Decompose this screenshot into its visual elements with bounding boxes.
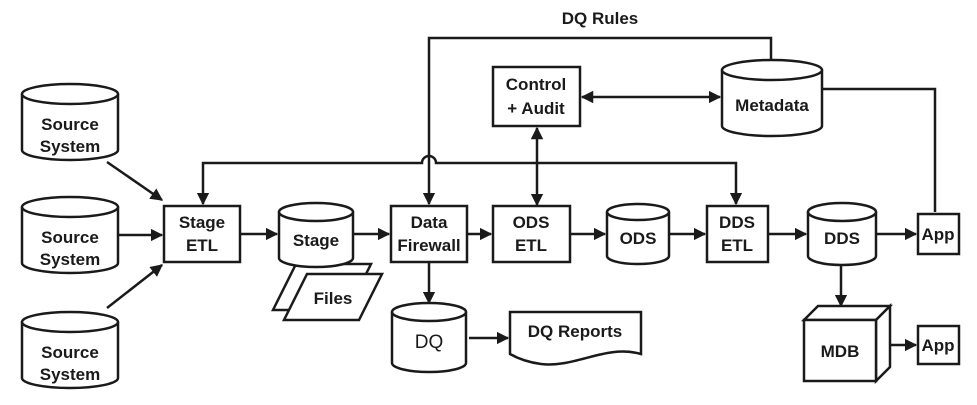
data-firewall-box: Data Firewall — [389, 204, 469, 264]
box-label-line2: Firewall — [397, 236, 460, 255]
source-label-line2: System — [40, 250, 100, 269]
cylinder-body — [605, 212, 671, 266]
cylinder-top — [20, 82, 120, 106]
cylinder-top — [277, 201, 355, 223]
box-label-line2: ETL — [186, 236, 218, 255]
cylinder-body — [806, 212, 878, 267]
box-label-line2: ETL — [515, 236, 547, 255]
box-label-line1: Stage — [179, 213, 225, 232]
cylinder-top — [20, 195, 120, 219]
stage-cylinder: Stage — [277, 201, 355, 269]
box-label-line1: DDS — [719, 213, 755, 232]
arrow-app-to-metadata — [808, 82, 937, 212]
cylinder-body — [20, 322, 120, 390]
cube-side-face — [874, 302, 892, 385]
dq-cylinder: DQ — [390, 301, 468, 374]
cylinder-body — [20, 94, 120, 162]
box-label-line1: ODS — [513, 213, 550, 232]
arrow-source1-to-stage-etl — [106, 160, 164, 202]
arrow-source3-to-stage-etl — [106, 264, 163, 309]
metadata-cylinder: Metadata — [720, 58, 824, 138]
box-outline — [705, 204, 770, 264]
mdb-label: MDB — [821, 342, 860, 361]
cylinder-top — [806, 201, 878, 223]
app-box-2: App — [916, 324, 961, 366]
source-system-1: Source System — [20, 82, 120, 162]
source-label-line2: System — [40, 365, 100, 384]
source-label-line1: Source — [41, 115, 99, 134]
cylinder-top — [720, 58, 824, 82]
ods-cylinder: ODS — [605, 202, 671, 266]
stage-etl-box: Stage ETL — [162, 204, 242, 264]
dq-rules-label: DQ Rules — [562, 9, 639, 28]
cylinder-top — [20, 310, 120, 334]
source-label-line2: System — [40, 137, 100, 156]
ods-label: ODS — [620, 229, 657, 248]
source-label-line1: Source — [41, 343, 99, 362]
source-system-3: Source System — [20, 310, 120, 390]
cylinder-body — [277, 212, 355, 269]
app-label: App — [921, 225, 954, 244]
stage-label: Stage — [293, 231, 339, 250]
control-audit-box: Control + Audit — [491, 65, 582, 128]
box-label-line1: Control — [506, 75, 566, 94]
dq-label: DQ — [415, 332, 444, 353]
cylinder-body — [20, 207, 120, 275]
files-label: Files — [314, 289, 353, 308]
box-label-line2: + Audit — [507, 99, 565, 118]
cylinder-body — [720, 70, 824, 138]
box-outline — [916, 212, 961, 256]
app-label: App — [921, 336, 954, 355]
box-label-line1: Data — [411, 213, 448, 232]
arrow-dq-rules — [422, 36, 773, 206]
box-outline — [491, 65, 582, 128]
metadata-bus-line — [196, 154, 743, 206]
box-outline — [389, 204, 469, 264]
mdb-cube: MDB — [800, 302, 894, 385]
files-stack: Files — [270, 262, 385, 322]
file-sheet-front — [281, 272, 385, 322]
box-label-line2: ETL — [721, 236, 753, 255]
metadata-label: Metadata — [735, 96, 809, 115]
connectors — [106, 36, 937, 352]
app-box-1: App — [916, 212, 961, 256]
box-outline — [491, 204, 572, 264]
source-label-line1: Source — [41, 228, 99, 247]
cylinder-top — [390, 301, 468, 323]
dq-reports-label: DQ Reports — [528, 322, 622, 341]
dq-reports-document: DQ Reports — [508, 310, 643, 366]
box-outline — [162, 204, 242, 264]
cylinder-top — [605, 202, 671, 222]
cylinder-body — [390, 312, 468, 374]
dds-label: DDS — [824, 229, 860, 248]
document-outline — [508, 310, 643, 366]
box-outline — [916, 324, 961, 366]
source-system-2: Source System — [20, 195, 120, 275]
ods-etl-box: ODS ETL — [491, 204, 572, 264]
dds-cylinder: DDS — [806, 201, 878, 267]
dds-etl-box: DDS ETL — [705, 204, 770, 264]
cube-front-face — [802, 318, 878, 383]
